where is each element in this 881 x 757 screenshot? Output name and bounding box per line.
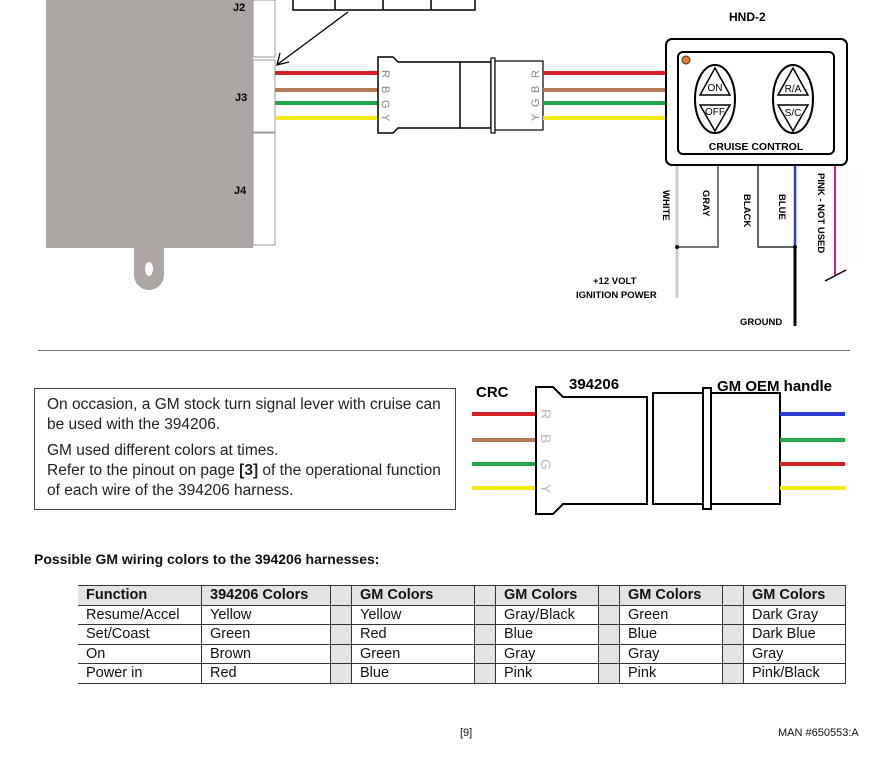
oem-handle-label: GM OEM handle (717, 378, 832, 395)
cell: Dark Blue (743, 624, 846, 645)
cell: Yellow (351, 604, 475, 625)
sc-label: S/C (785, 108, 802, 119)
cell: Red (351, 624, 475, 645)
connector-b (459, 61, 492, 129)
j4-label: J4 (234, 185, 247, 197)
cell: Yellow (201, 604, 331, 625)
cell: Gray (495, 643, 599, 664)
j2-label: J2 (233, 2, 245, 14)
control-module (46, 0, 253, 248)
cell: Brown (201, 643, 331, 664)
on-off-button (694, 64, 736, 134)
black-wire-label: BLACK (741, 194, 752, 227)
connector-a (377, 56, 460, 134)
resume-set-button (772, 64, 814, 134)
note-line: Refer to the pinout on page (47, 462, 240, 479)
pin-letter: R (530, 70, 542, 78)
ground-label: GROUND (740, 317, 782, 328)
pin-letter: G (530, 98, 542, 107)
j3-label: J3 (235, 92, 247, 104)
power-label: +12 VOLT (593, 276, 637, 287)
pin-letter: Y (530, 113, 542, 121)
page-number: [9] (460, 727, 473, 739)
cell: Power in (78, 663, 202, 684)
device-label: CRUISE CONTROL (709, 141, 804, 153)
pink-wire-label: PINK - NOT USED (815, 173, 826, 253)
pin-letter: Y (538, 484, 554, 494)
j3-connector (252, 59, 276, 133)
on-label: ON (708, 83, 723, 94)
column-header: GM Colors (619, 585, 723, 606)
indicator-led (681, 55, 691, 65)
j2-connector (252, 0, 276, 58)
table-header-row: Function 394206 Colors GM Colors GM Colo… (78, 585, 846, 606)
cell: On (78, 643, 202, 664)
cell: Blue (351, 663, 475, 684)
column-header: Function (78, 585, 202, 606)
pin-letter: R (538, 409, 554, 419)
pin-letter: B (379, 86, 391, 93)
pointer-arrow (277, 11, 349, 65)
cell: Pink (619, 663, 723, 684)
pin-letter: Y (379, 114, 391, 122)
cell: Gray (743, 643, 846, 664)
cell: Resume/Accel (78, 604, 202, 625)
crc-label: CRC (476, 384, 509, 401)
column-header: GM Colors (495, 585, 599, 606)
j4-connector (252, 132, 276, 246)
column-header: GM Colors (743, 585, 846, 606)
cell: Pink/Black (743, 663, 846, 684)
section-divider (38, 350, 850, 351)
pin-letter: R (379, 70, 391, 78)
cell: Red (201, 663, 331, 684)
power-label-2: IGNITION POWER (576, 290, 657, 301)
cell: Green (201, 624, 331, 645)
device-title: HND-2 (729, 10, 766, 24)
wiring-diagram-bottom: CRC 394206 GM OEM handle R B G Y (472, 376, 845, 515)
column-header: 394206 Colors (201, 585, 331, 606)
cell: Gray (619, 643, 723, 664)
off-label: OFF (705, 107, 725, 118)
part-label: 394206 (569, 376, 619, 393)
note-paragraph-1: On occasion, a GM stock turn signal leve… (47, 396, 441, 433)
harness-connector (535, 386, 648, 515)
note-line: GM used different colors at times. (47, 442, 279, 459)
page-reference: [3] (239, 462, 259, 479)
wiring-colors-table: Function 394206 Colors GM Colors GM Colo… (78, 585, 846, 684)
pin-letter: B (530, 86, 542, 93)
blue-wire-label: BLUE (776, 194, 787, 220)
cell: Blue (619, 624, 723, 645)
cell: Dark Gray (743, 604, 846, 625)
info-note-box: On occasion, a GM stock turn signal leve… (34, 388, 456, 510)
cell: Blue (495, 624, 599, 645)
cell: Set/Coast (78, 624, 202, 645)
note-line: of the operational function of each wire… (47, 462, 441, 499)
oem-connector (652, 392, 704, 505)
note-paragraph-2: GM used different colors at times. Refer… (47, 441, 455, 501)
cell: Green (351, 643, 475, 664)
wire-gray (677, 166, 719, 248)
pin-letter: G (538, 459, 554, 470)
cell: Gray/Black (495, 604, 599, 625)
pin-letter: G (379, 100, 391, 109)
pin-letter: B (538, 434, 554, 443)
table-heading: Possible GM wiring colors to the 394206 … (34, 551, 380, 567)
manual-number: MAN #650553:A (778, 727, 859, 739)
gray-wire-label: GRAY (700, 190, 711, 217)
cell: Pink (495, 663, 599, 684)
white-wire-label: WHITE (660, 190, 671, 221)
wire-black (757, 166, 795, 248)
column-header: GM Colors (351, 585, 475, 606)
ra-label: R/A (785, 84, 802, 95)
cell: Green (619, 604, 723, 625)
